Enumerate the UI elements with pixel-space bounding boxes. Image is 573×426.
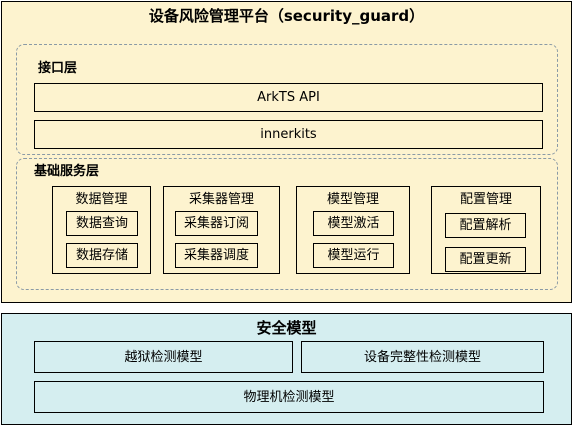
jailbreak-detection-box: 越狱检测模型 — [34, 341, 293, 373]
data-management-group: 数据管理 数据查询 数据存储 — [52, 186, 151, 274]
config-management-group: 配置管理 配置解析 配置更新 — [431, 186, 541, 274]
collector-management-group: 采集器管理 采集器订阅 采集器调度 — [163, 186, 280, 274]
interface-layer: 接口层 ArkTS API innerkits — [16, 44, 558, 155]
security-models-panel: 安全模型 越狱检测模型 设备完整性检测模型 物理机检测模型 — [1, 313, 572, 425]
device-integrity-detection-box: 设备完整性检测模型 — [301, 341, 544, 373]
interface-layer-title: 接口层 — [38, 61, 78, 76]
service-layer: 基础服务层 数据管理 数据查询 数据存储 采集器管理 采集器订阅 采集器调度 模… — [16, 158, 558, 290]
collector-subscribe-box: 采集器订阅 — [175, 211, 258, 236]
collector-schedule-box: 采集器调度 — [175, 243, 258, 268]
config-update-box: 配置更新 — [445, 247, 526, 272]
model-management-title: 模型管理 — [326, 192, 379, 207]
model-activate-box: 模型激活 — [313, 211, 394, 236]
physical-machine-detection-box: 物理机检测模型 — [34, 381, 544, 413]
innerkits-box: innerkits — [34, 120, 543, 149]
config-parse-box: 配置解析 — [445, 213, 526, 238]
config-management-title: 配置管理 — [459, 192, 512, 207]
data-management-title: 数据管理 — [75, 192, 128, 207]
data-query-box: 数据查询 — [66, 211, 138, 236]
model-management-group: 模型管理 模型激活 模型运行 — [296, 186, 410, 274]
service-layer-title: 基础服务层 — [34, 164, 100, 179]
collector-management-title: 采集器管理 — [188, 192, 254, 207]
model-run-box: 模型运行 — [313, 243, 394, 268]
security-models-title: 安全模型 — [256, 319, 317, 337]
data-storage-box: 数据存储 — [66, 243, 138, 268]
arkts-api-box: ArkTS API — [34, 83, 543, 112]
platform-title: 设备风险管理平台（security_guard） — [148, 7, 425, 25]
platform-panel: 设备风险管理平台（security_guard） 接口层 ArkTS API i… — [1, 1, 572, 303]
